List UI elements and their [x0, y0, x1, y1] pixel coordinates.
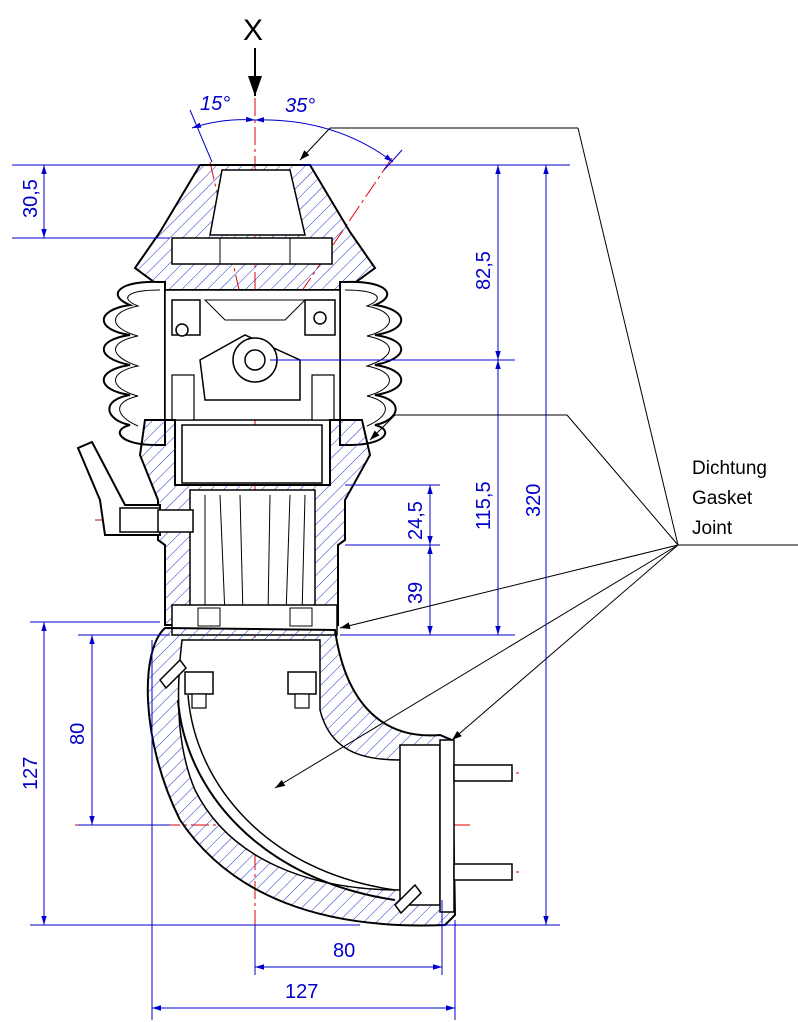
dim-127-vertical: 127	[20, 757, 42, 790]
dim-80-horizontal: 80	[333, 940, 355, 962]
dimension-lines	[12, 164, 570, 1020]
dim-30-5: 30,5	[20, 179, 42, 218]
joint-mechanism	[164, 289, 341, 421]
view-arrow-x: X	[243, 14, 263, 96]
neck-housing	[138, 419, 372, 636]
dim-24-5: 24,5	[405, 501, 427, 540]
dim-320: 320	[523, 484, 545, 517]
bellows-right	[339, 280, 403, 446]
view-label: X	[243, 14, 263, 47]
dim-39: 39	[405, 582, 427, 604]
lever-handle	[76, 440, 194, 536]
gasket-legend: Dichtung Gasket Joint	[692, 458, 767, 539]
legend-line-3: Joint	[692, 518, 733, 539]
dim-115-5: 115,5	[473, 481, 495, 530]
gasket-leaders	[274, 127, 798, 789]
elbow-housing	[146, 626, 513, 927]
angle-dimensions: 15° 35°	[189, 93, 403, 171]
bellows-left	[102, 280, 166, 446]
dim-127-horizontal: 127	[285, 981, 318, 1003]
dim-80-vertical: 80	[67, 723, 89, 745]
dimension-labels: 30,5 82,5 115,5 320 24,5 39 80 127 80 12…	[20, 179, 545, 1003]
legend-line-1: Dichtung	[692, 458, 767, 479]
angle-right-label: 35°	[285, 95, 315, 117]
angle-left-label: 15°	[200, 93, 230, 115]
upper-housing	[133, 164, 377, 291]
dim-82-5: 82,5	[473, 251, 495, 290]
legend-line-2: Gasket	[692, 488, 753, 509]
